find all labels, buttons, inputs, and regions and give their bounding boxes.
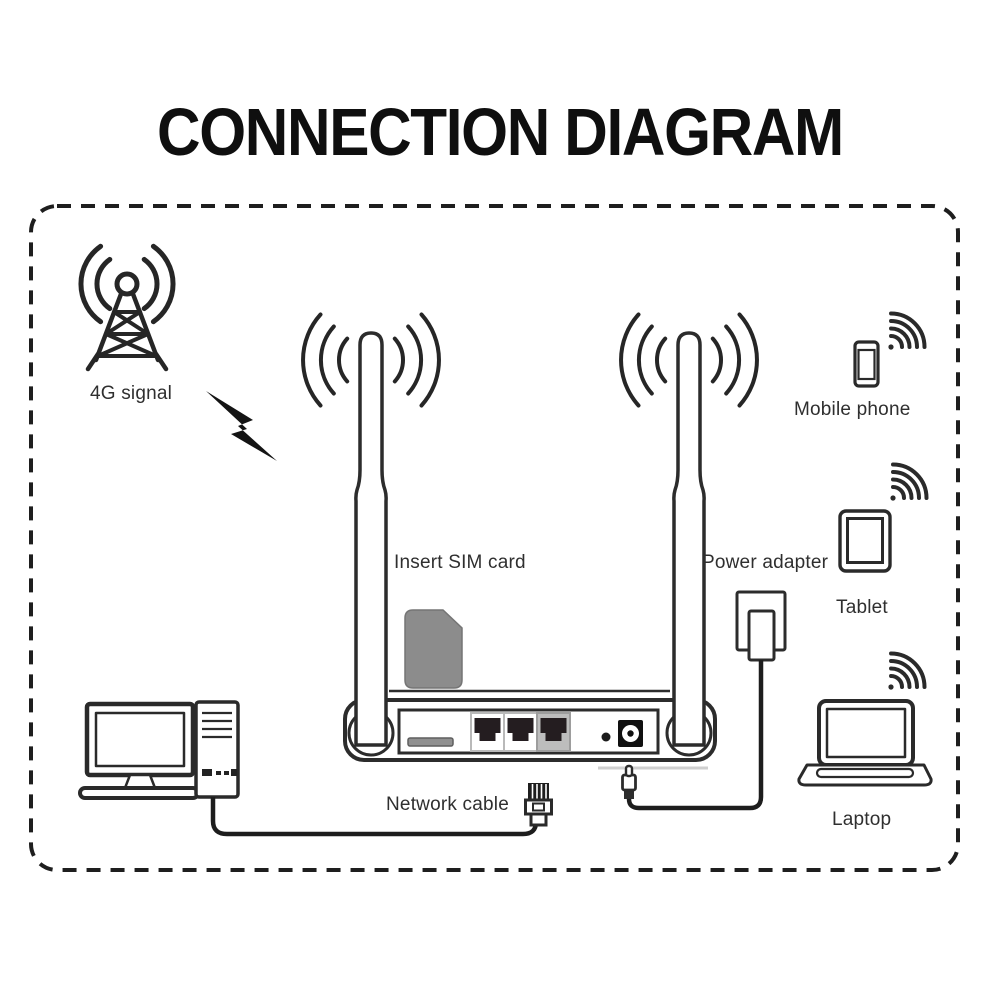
sim-slot [407, 737, 454, 747]
wifi-signal-icon [888, 651, 927, 690]
antenna-right-icon [672, 331, 706, 747]
wifi-waves-left-icon [301, 312, 441, 408]
page-title: CONNECTION DIAGRAM [157, 95, 844, 170]
ethernet-port-icon [540, 718, 567, 741]
diagram-border [29, 204, 960, 872]
label-network-cable: Network cable [386, 794, 509, 815]
lightning-bolt-icon [206, 391, 277, 461]
reset-button-icon [601, 732, 611, 742]
router-rear-panel [397, 708, 708, 770]
power-jack-icon [618, 720, 643, 747]
cell-tower-icon [78, 243, 176, 372]
label-tablet: Tablet [836, 597, 888, 618]
network-cable-line [210, 797, 539, 837]
ethernet-ports [470, 712, 571, 752]
tablet-icon [838, 509, 892, 573]
label-4g-signal: 4G signal [90, 383, 173, 404]
wifi-signal-icon [890, 462, 929, 501]
laptop-icon [797, 699, 933, 787]
power-adapter-icon [735, 590, 787, 662]
mobile-phone-icon [853, 340, 880, 388]
desktop-computer-icon [78, 700, 240, 800]
power-cable [626, 660, 764, 811]
label-laptop: Laptop [832, 809, 892, 830]
ethernet-port-icon [474, 718, 501, 741]
label-mobile-phone: Mobile phone [794, 399, 911, 420]
ethernet-port-icon [507, 718, 534, 741]
sim-card-icon [404, 609, 463, 689]
rj45-connector-icon [524, 783, 553, 827]
wifi-signal-icon [888, 311, 927, 350]
label-power-adapter: Power adapter [702, 552, 829, 573]
label-insert-sim: Insert SIM card [394, 552, 526, 573]
dc-plug-icon [621, 764, 637, 799]
antenna-left-icon [354, 331, 388, 747]
wifi-waves-right-icon [619, 312, 759, 408]
